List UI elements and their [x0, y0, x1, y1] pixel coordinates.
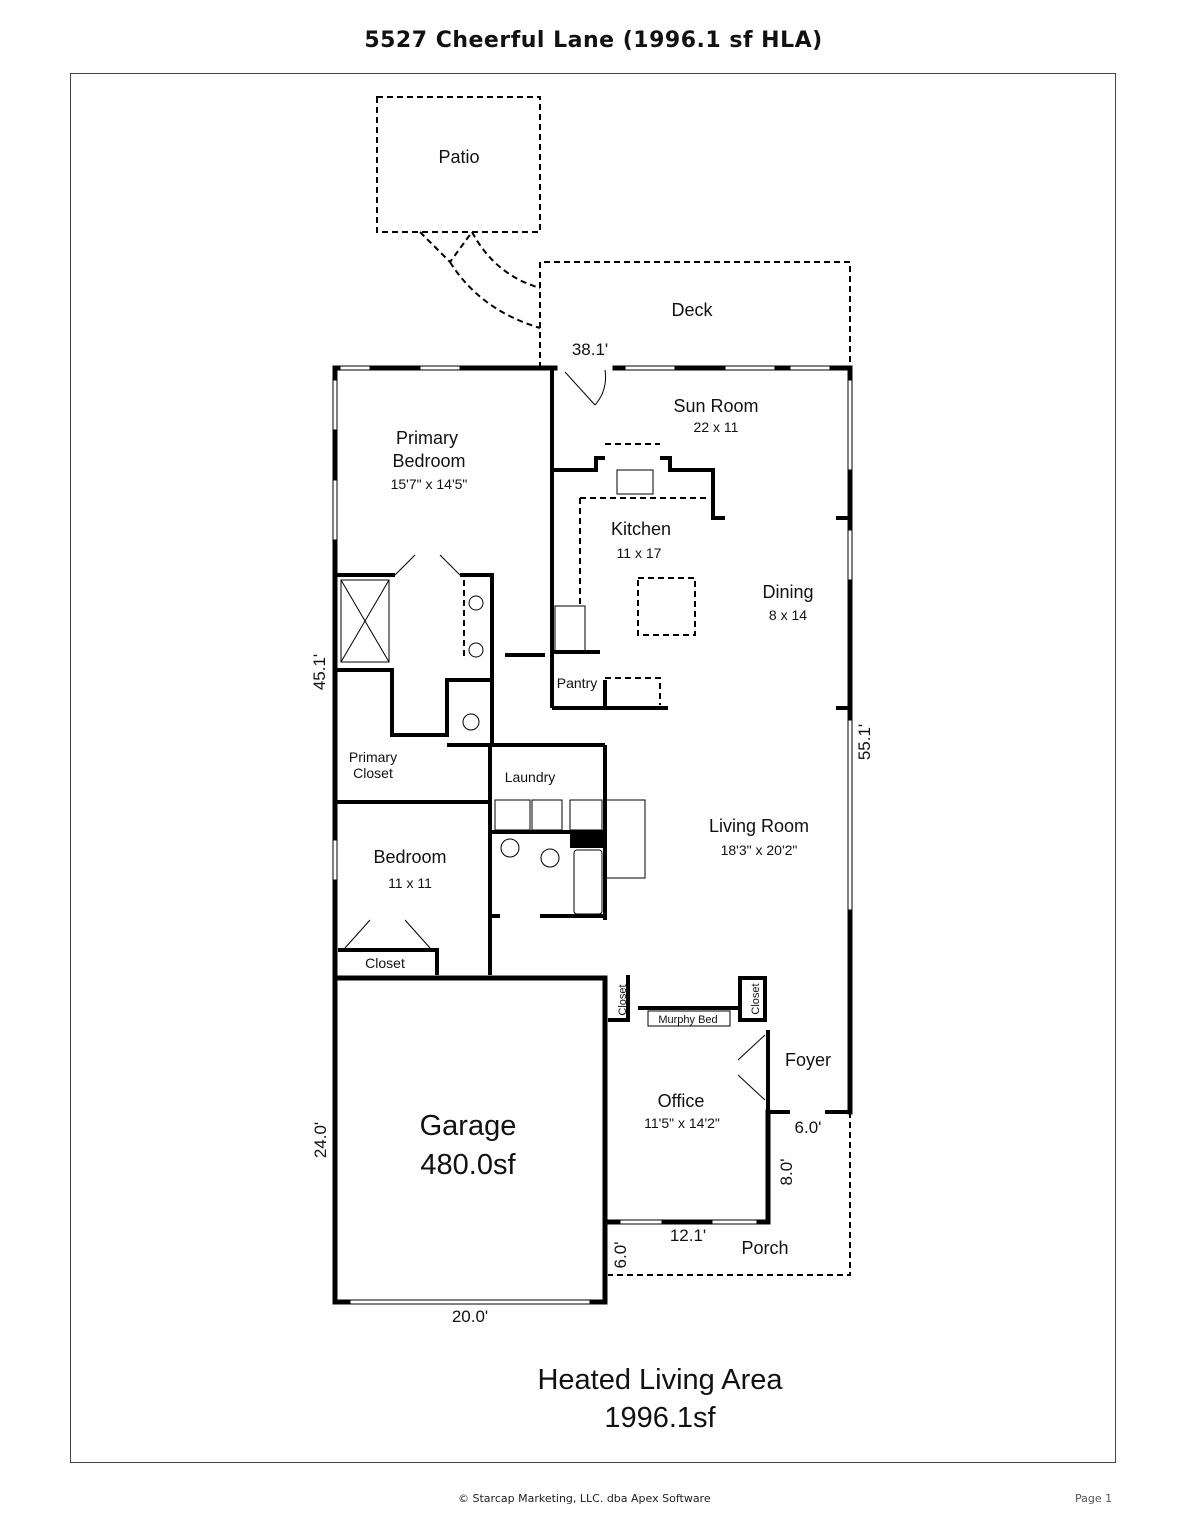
hla-label: Heated Living Area — [537, 1364, 783, 1396]
dimension-porch-left: 6.0' — [611, 1242, 630, 1269]
dimension-top: 38.1' — [572, 340, 608, 359]
living-room-size: 18'3" x 20'2" — [721, 842, 798, 858]
murphy-bed-outline — [647, 1010, 731, 1027]
plan-title: 5527 Cheerful Lane (1996.1 sf HLA) — [364, 28, 823, 53]
hla-area: 1996.1sf — [604, 1402, 716, 1434]
patio-outline — [376, 96, 541, 233]
primary-bedroom-label: Primary — [396, 428, 458, 448]
office-label: Office — [658, 1091, 705, 1111]
sun-room-label: Sun Room — [673, 396, 758, 416]
utility-sink-icon — [569, 799, 603, 831]
kitchen-label: Kitchen — [611, 519, 671, 539]
primary-closet-label: Primary — [349, 749, 397, 765]
sun-room-size: 22 x 11 — [694, 419, 739, 435]
drawing-frame — [70, 73, 1116, 1463]
laundry-label: Laundry — [505, 769, 556, 785]
shower-icon — [340, 579, 390, 663]
porch-outline — [608, 1112, 851, 1276]
pantry-label: Pantry — [557, 675, 597, 691]
hall-closet-right-label: Closet — [750, 983, 762, 1014]
deck-outline — [539, 261, 851, 368]
primary-bedroom-size: 15'7" x 14'5" — [391, 476, 468, 492]
sink-icon — [616, 469, 654, 495]
foyer-label: Foyer — [785, 1050, 831, 1070]
porch-label: Porch — [741, 1238, 788, 1258]
dining-size: 8 x 14 — [769, 607, 807, 623]
patio-label: Patio — [438, 147, 479, 167]
dimension-foyer: 6.0' — [795, 1118, 822, 1137]
kitchen-island — [637, 577, 696, 636]
toilet-icon — [462, 713, 480, 731]
page-number: Page 1 — [1075, 1492, 1113, 1505]
bathtub-icon — [573, 849, 603, 915]
primary-closet-label-2: Closet — [353, 765, 393, 781]
deck-label: Deck — [671, 300, 713, 320]
dimension-garage-width: 20.0' — [452, 1307, 488, 1326]
primary-bedroom-label-2: Bedroom — [392, 451, 465, 471]
garage-door — [349, 1299, 591, 1305]
fireplace-icon — [604, 799, 646, 879]
dimension-left: 45.1' — [310, 654, 329, 690]
copyright: © Starcap Marketing, LLC. dba Apex Softw… — [458, 1492, 711, 1505]
hall-closet-left-label: Closet — [617, 984, 629, 1015]
bedroom-closet-label: Closet — [365, 955, 405, 971]
dimension-porch-depth: 8.0' — [777, 1159, 796, 1186]
bedroom-label: Bedroom — [373, 847, 446, 867]
office-size: 11'5" x 14'2" — [644, 1115, 720, 1131]
living-room-label: Living Room — [709, 816, 809, 836]
kitchen-size: 11 x 17 — [617, 545, 662, 561]
bedroom-size: 11 x 11 — [388, 875, 432, 891]
dining-label: Dining — [762, 582, 813, 602]
washer-icon — [531, 799, 563, 831]
dimension-right: 55.1' — [855, 724, 874, 760]
garage-area: 480.0sf — [420, 1149, 516, 1181]
murphy-bed-label: Murphy Bed — [658, 1014, 717, 1026]
dimension-garage-height: 24.0' — [311, 1122, 330, 1158]
garage-label: Garage — [420, 1110, 517, 1142]
dimension-office-width: 12.1' — [670, 1226, 706, 1245]
